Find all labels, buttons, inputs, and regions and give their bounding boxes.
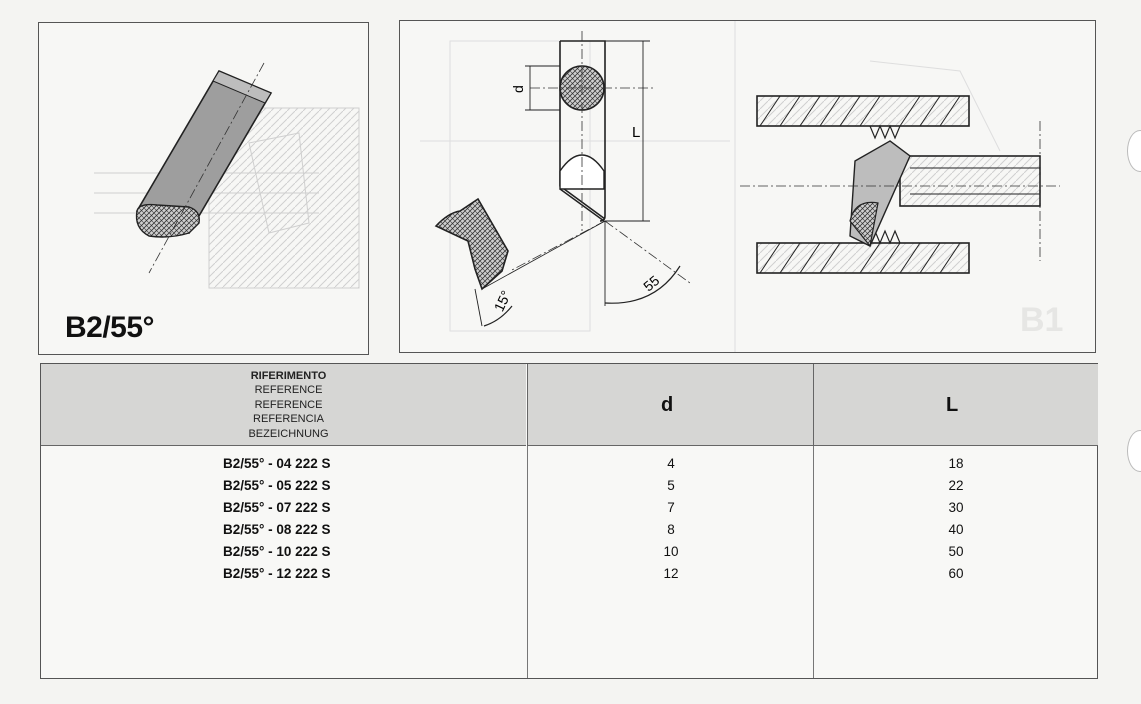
table-row: B2/55° - 08 222 S 8 40 — [41, 522, 1097, 544]
table-row: B2/55° - 07 222 S 7 30 — [41, 500, 1097, 522]
table-row: B2/55° - 12 222 S 12 60 — [41, 566, 1097, 588]
row-l: 18 — [948, 456, 964, 471]
row-code: B2/55° - 12 222 S — [223, 566, 331, 581]
column-divider — [527, 446, 528, 678]
row-l: 60 — [948, 566, 964, 581]
reference-column-header: RIFERIMENTO REFERENCE REFERENCE REFERENC… — [41, 364, 526, 446]
l-column-title: L — [946, 394, 959, 416]
table-row: B2/55° - 04 222 S 4 18 — [41, 456, 1097, 478]
l-column-header — [813, 364, 1098, 446]
row-d: 5 — [667, 478, 675, 493]
product-title: B2/55° — [65, 311, 155, 344]
d-column-header — [527, 364, 813, 446]
dimension-d-label: d — [510, 85, 526, 93]
d-column-title: d — [661, 394, 674, 416]
angle-55-label: 55 — [640, 272, 662, 294]
angle-15-label: 15° — [491, 288, 514, 314]
binder-hole — [1127, 130, 1141, 172]
reference-label-it: RIFERIMENTO — [250, 370, 327, 382]
row-code: B2/55° - 07 222 S — [223, 500, 331, 515]
boring-bar-illustration — [94, 62, 360, 289]
row-d: 12 — [663, 566, 679, 581]
table-row: B2/55° - 05 222 S 5 22 — [41, 478, 1097, 500]
technical-drawing: d L 55 15° — [420, 21, 1060, 352]
row-d: 10 — [663, 544, 679, 559]
reference-label-en: REFERENCE — [254, 384, 323, 397]
reference-label-es: REFERENCIA — [253, 413, 324, 426]
ghost-series-label: B1 — [1020, 301, 1064, 339]
reference-label-de: BEZEICHNUNG — [248, 427, 329, 440]
row-d: 8 — [667, 522, 675, 537]
technical-drawing-panel: d L 55 15° — [399, 20, 1096, 353]
row-l: 40 — [948, 522, 964, 537]
row-code: B2/55° - 08 222 S — [223, 522, 331, 537]
row-l: 22 — [948, 478, 964, 493]
row-d: 4 — [667, 456, 675, 471]
row-l: 50 — [948, 544, 964, 559]
row-code: B2/55° - 05 222 S — [223, 478, 331, 493]
table-row: B2/55° - 10 222 S 10 50 — [41, 544, 1097, 566]
reference-header-labels: RIFERIMENTO REFERENCE REFERENCE REFERENC… — [41, 369, 536, 441]
row-code: B2/55° - 04 222 S — [223, 456, 331, 471]
row-d: 7 — [667, 500, 675, 515]
row-code: B2/55° - 10 222 S — [223, 544, 331, 559]
tool-illustration-panel: B2/55° — [38, 22, 369, 355]
binder-hole — [1127, 430, 1141, 472]
column-divider — [813, 446, 814, 678]
row-l: 30 — [948, 500, 964, 515]
dimension-l-label: L — [632, 124, 640, 141]
reference-table: RIFERIMENTO REFERENCE REFERENCE REFERENC… — [40, 363, 1098, 679]
reference-label-fr: REFERENCE — [254, 398, 323, 411]
